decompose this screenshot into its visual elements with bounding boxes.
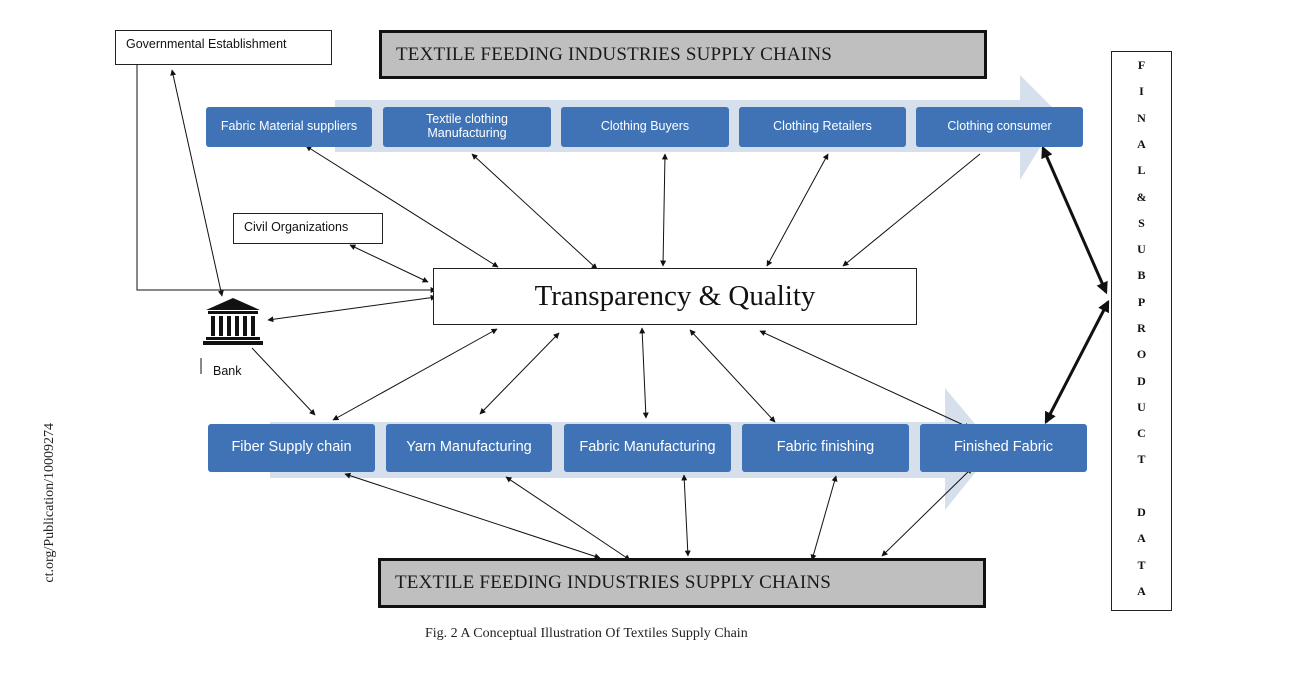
chain-fiber-supply: Fiber Supply chain [208,424,375,472]
vertical-letter: P [1137,295,1146,309]
chain-clothing-buyers: Clothing Buyers [561,107,729,147]
chain-fabric-manufacturing: Fabric Manufacturing [564,424,731,472]
vertical-letter: D [1137,374,1146,388]
vertical-letter: T [1137,558,1146,572]
bottom-banner: TEXTILE FEEDING INDUSTRIES SUPPLY CHAINS [378,558,986,608]
chain-clothing-consumer: Clothing consumer [916,107,1083,147]
consumer-final-arrow [1041,145,1108,295]
finished-final-arrow [1044,299,1110,425]
bank-center-arrow [267,294,437,323]
vertical-letter: D [1137,505,1146,519]
chain-yarn-manufacturing: Yarn Manufacturing [386,424,552,472]
vertical-letter: U [1137,400,1146,414]
civil-arrow [349,244,429,283]
vertical-letter: A [1137,584,1146,598]
vertical-letter: N [1137,111,1146,125]
final-subproduct-data-box: F I N A L & S U B P R O D U C T D A T A [1111,51,1172,611]
vertical-letter: O [1136,347,1147,361]
vertical-letter: S [1138,216,1145,230]
vertical-letter: U [1137,242,1146,256]
side-url-text: ct.org/Publication/10009274 [42,423,57,583]
bank-building-icon [202,296,264,346]
chain-textile-clothing-manufacturing: Textile clothing Manufacturing [383,107,551,147]
vertical-letter: L [1137,163,1146,177]
vertical-letter: I [1139,84,1144,98]
vertical-letter: B [1137,268,1146,282]
bank-label: Bank [213,364,242,378]
chain-clothing-retailers: Clothing Retailers [739,107,906,147]
transparency-quality-box: Transparency & Quality [433,268,917,325]
gov-bank-arrow [170,69,224,297]
vertical-letter: T [1137,452,1146,466]
top-banner: TEXTILE FEEDING INDUSTRIES SUPPLY CHAINS [379,30,987,79]
vertical-letter: F [1137,58,1146,72]
vertical-letter: A [1137,531,1146,545]
chain-fabric-material-suppliers: Fabric Material suppliers [206,107,372,147]
vertical-letter: A [1137,137,1146,151]
chain-fabric-finishing: Fabric finishing [742,424,909,472]
gov-connector [136,62,437,293]
figure-caption: Fig. 2 A Conceptual Illustration Of Text… [425,626,748,641]
governmental-establishment-box: Governmental Establishment [115,30,332,65]
vertical-letter: & [1136,190,1147,204]
vertical-letter: R [1137,321,1146,335]
civil-organizations-box: Civil Organizations [233,213,383,244]
bank-fiber-arrow [251,347,316,416]
vertical-letter: C [1137,426,1146,440]
chain-finished-fabric: Finished Fabric [920,424,1087,472]
